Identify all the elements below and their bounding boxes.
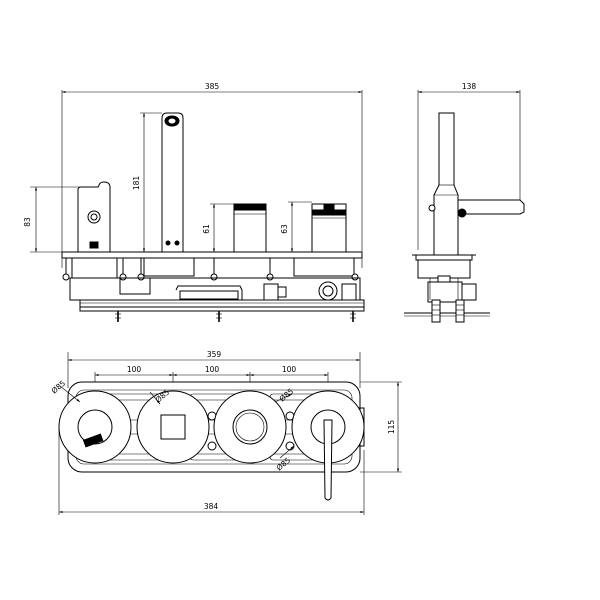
dim-plan-overall-width: 384 bbox=[204, 502, 219, 511]
dim-side-depth: 138 bbox=[462, 82, 477, 91]
front-view: 385 83 181 61 63 bbox=[23, 82, 365, 322]
plan-view: 359 100 100 100 115 bbox=[50, 350, 402, 515]
dim-plate-height: 115 bbox=[387, 420, 396, 435]
side-view: 138 bbox=[404, 82, 525, 323]
dim-plate-width: 359 bbox=[207, 350, 222, 359]
screw-icon bbox=[115, 311, 356, 322]
dim-dia-1: Ø85 bbox=[50, 379, 68, 396]
dim-spacing-3: 100 bbox=[282, 365, 297, 374]
dim-hand-shower-height: 83 bbox=[23, 217, 32, 227]
dim-handle-1-height: 61 bbox=[202, 224, 211, 234]
dim-spacing-1: 100 bbox=[127, 365, 142, 374]
dim-spacing-2: 100 bbox=[205, 365, 220, 374]
dim-front-overall-width: 385 bbox=[205, 82, 220, 91]
dim-spout-height: 181 bbox=[132, 176, 141, 191]
connector-icon bbox=[431, 299, 465, 323]
dim-handle-2-height: 63 bbox=[280, 224, 289, 234]
